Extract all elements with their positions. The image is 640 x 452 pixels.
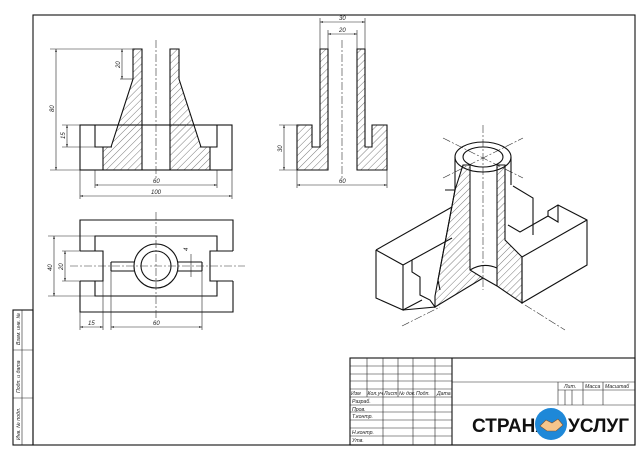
dim-height-total: 80 bbox=[50, 105, 56, 112]
dim-tube-outer: 30 bbox=[339, 16, 346, 22]
title-block: Изм Кол.уч Лист № док. Подп. Дата Разраб… bbox=[349, 357, 636, 446]
dim-slot-width: 4 bbox=[184, 247, 190, 251]
stamp-inv-podl: Взам. инв. № bbox=[16, 313, 22, 345]
logo-text-left: СТРАНА bbox=[472, 416, 549, 437]
role-razrab: Разраб. bbox=[352, 399, 371, 405]
header-massa: Масса bbox=[585, 384, 600, 390]
top-view: 40 20 4 15 60 bbox=[48, 212, 245, 330]
header-izm: Изм bbox=[351, 391, 361, 397]
header-masshtab: Масштаб bbox=[605, 384, 630, 390]
dim-slot-outer: 40 bbox=[48, 264, 54, 271]
dim-tube-inner: 20 bbox=[338, 28, 346, 34]
side-stamp-strip: Взам. инв. № Подп. и дата Инв. № подл. bbox=[12, 309, 34, 446]
role-prov: Пров. bbox=[352, 407, 366, 413]
dim-overall-width: 100 bbox=[151, 190, 162, 196]
header-kol-uch: Кол.уч bbox=[368, 391, 384, 397]
dim-slot-inner: 20 bbox=[59, 263, 65, 271]
front-view: 80 20 15 60 100 bbox=[50, 40, 233, 199]
isometric-view bbox=[375, 125, 588, 331]
dim-base-step: 15 bbox=[61, 132, 67, 139]
role-n-kontr: Н.контр. bbox=[352, 430, 374, 436]
header-list: Лист bbox=[383, 391, 398, 397]
header-podp: Подп. bbox=[416, 391, 430, 397]
dim-base-height: 30 bbox=[278, 145, 284, 152]
strana-uslug-logo: СТРАНА УСЛУГ bbox=[470, 408, 630, 440]
side-view: 30 20 30 60 bbox=[278, 16, 388, 188]
logo-text-right: УСЛУГ bbox=[568, 416, 629, 437]
sheet-frame bbox=[32, 14, 636, 446]
stamp-podp-data: Подп. и дата bbox=[16, 360, 22, 393]
role-utv: Утв. bbox=[352, 438, 364, 444]
dim-base-width: 60 bbox=[339, 179, 346, 185]
dim-tube-top: 20 bbox=[116, 61, 122, 69]
dim-inner-width: 60 bbox=[153, 179, 160, 185]
role-t-kontr: Т.контр. bbox=[352, 414, 373, 420]
stamp-vzam-inv: Инв. № подл. bbox=[16, 408, 22, 440]
header-lit: Лит. bbox=[563, 384, 576, 390]
header-data: Дата bbox=[436, 391, 451, 397]
header-n-dok: № док. bbox=[399, 391, 416, 397]
dim-slot-length: 60 bbox=[153, 321, 160, 327]
dim-notch-depth: 15 bbox=[88, 321, 95, 327]
